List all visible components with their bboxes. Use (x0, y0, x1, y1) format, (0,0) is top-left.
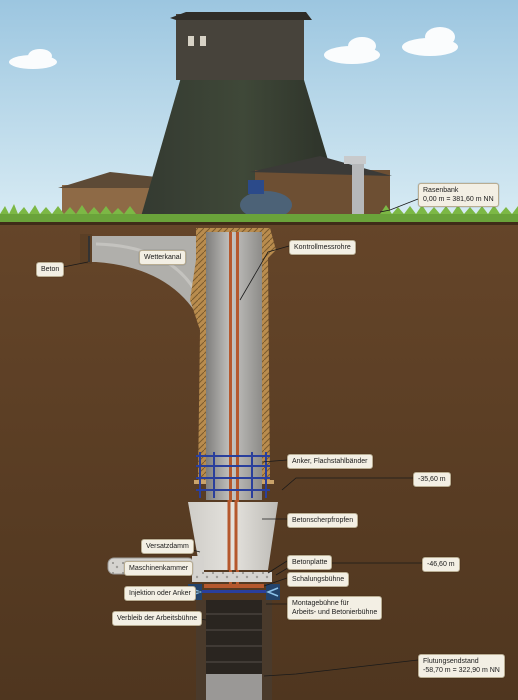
concrete-plate (196, 572, 272, 593)
label-maschinenkammer: Maschinenkammer (124, 561, 194, 576)
label-rasenbank: Rasenbank 0,00 m = 381,60 m NN (418, 183, 499, 207)
control-pipes (229, 232, 239, 584)
label-verbleib-arbeitsbuehne: Verbleib der Arbeitsbühne (112, 611, 203, 626)
anchor-bands (196, 452, 270, 498)
label-versatzdamm: Versatzdamm (141, 539, 194, 554)
label-montagebuehne-line1: Montagebühne für (292, 600, 349, 607)
label-anker-flachstahlbaender: Anker, Flachstahlbänder (287, 454, 373, 469)
label-flutungsendstand-line1: Flutungsendstand (423, 658, 479, 665)
lower-shaft (196, 600, 272, 700)
label-rasenbank-line2: 0,00 m = 381,60 m NN (423, 196, 494, 203)
label-depth-46-60: -46,60 m (422, 557, 460, 572)
headframe-building (58, 12, 392, 222)
label-kontrollmessrohre: Kontrollmessrohre (289, 240, 356, 255)
label-depth-35-60: -35,60 m (413, 472, 451, 487)
label-montagebuehne: Montagebühne für Arbeits- und Betonierbü… (287, 596, 383, 620)
label-schalungsbuehne: Schalungsbühne (287, 572, 350, 587)
label-betonplatte: Betonplatte (287, 555, 333, 570)
label-beton: Beton (36, 262, 65, 277)
label-montagebuehne-line2: Arbeits- und Betonierbühne (292, 609, 378, 616)
label-injektion-oder-anker: Injektion oder Anker (124, 586, 196, 601)
grass (0, 204, 518, 225)
label-flutungsendstand-line2: -58,70 m = 322,90 m NN (423, 667, 500, 674)
label-flutungsendstand: Flutungsendstand -58,70 m = 322,90 m NN (418, 654, 505, 678)
label-rasenbank-line1: Rasenbank (423, 187, 459, 194)
label-wetterkanal: Wetterkanal (139, 250, 187, 265)
label-betonscherpfropfen: Betonscherpfropfen (287, 513, 359, 528)
concrete-plug (188, 502, 278, 570)
clouds (9, 27, 458, 69)
